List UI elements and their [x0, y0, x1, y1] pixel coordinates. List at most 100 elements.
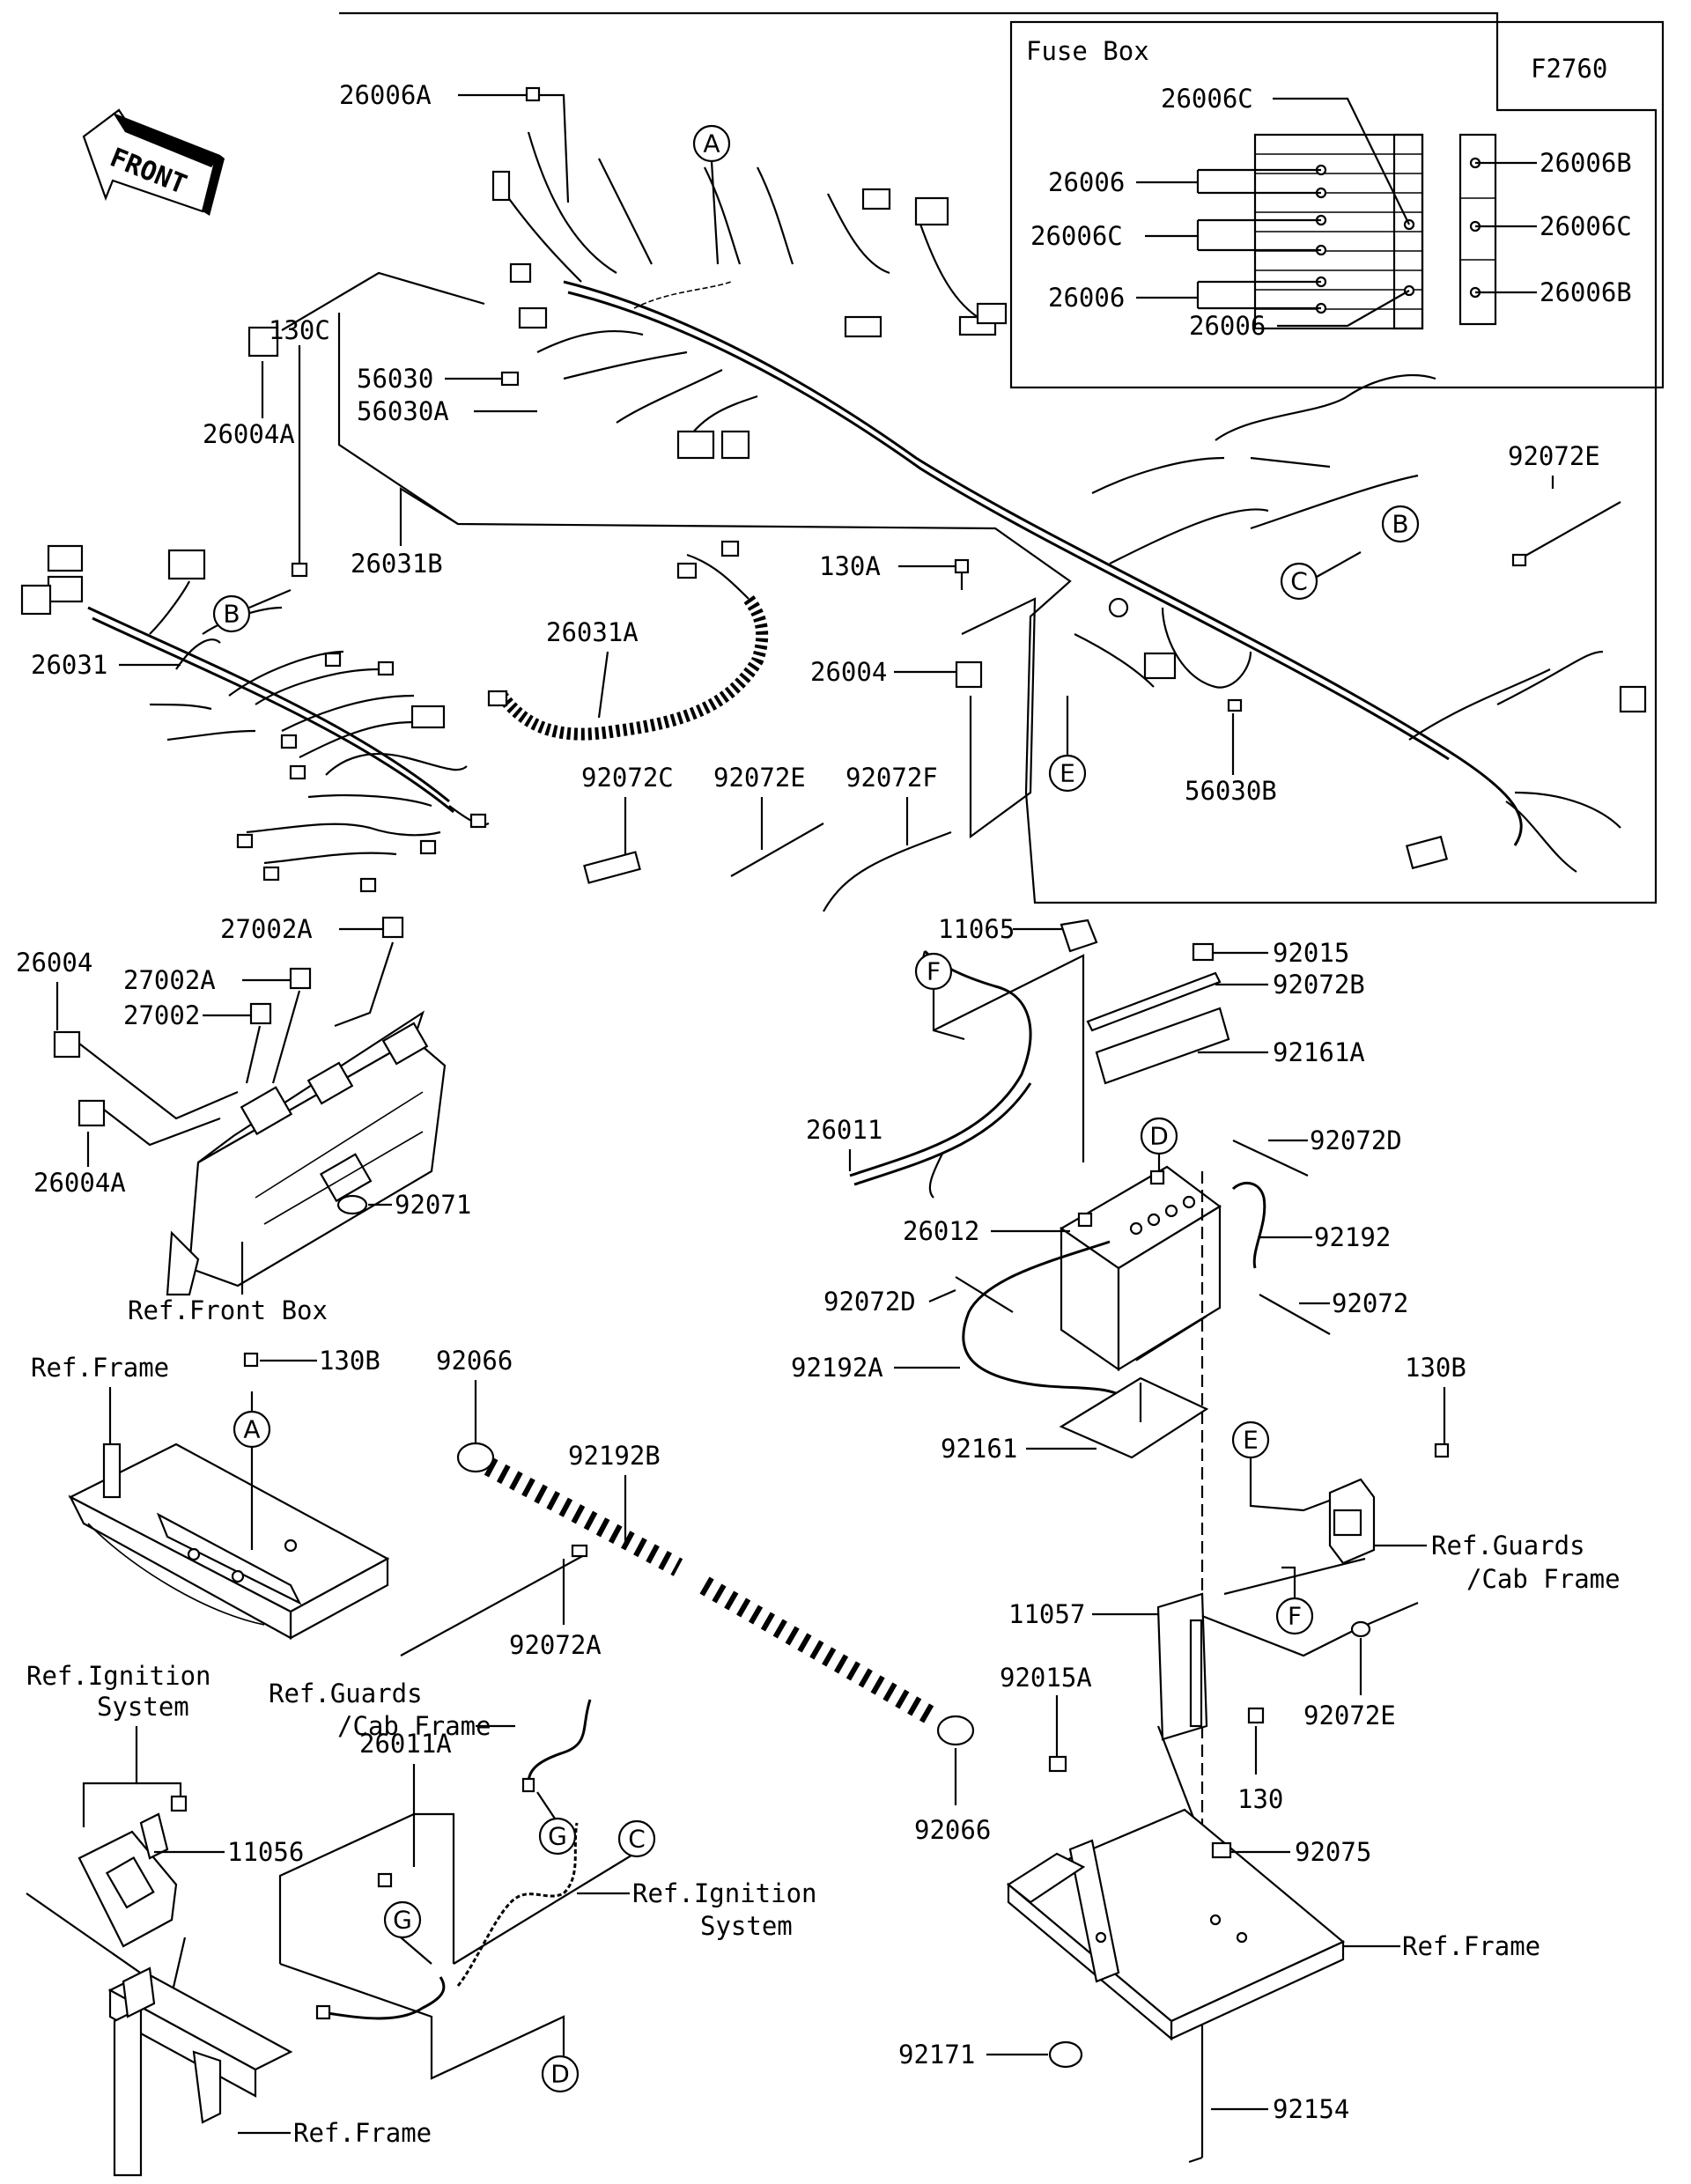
label-26031B: 26031B	[351, 549, 443, 579]
svg-text:F: F	[1288, 1602, 1302, 1631]
label-11057: 11057	[1008, 1599, 1085, 1629]
label-27002A-a: 27002A	[220, 914, 313, 944]
fuse-box-frame	[1009, 20, 1665, 389]
callout-A-top: A	[692, 124, 731, 163]
label-130A: 130A	[819, 551, 881, 581]
callout-C-top: C	[1280, 562, 1318, 601]
label-26011: 26011	[806, 1115, 882, 1145]
label-26006B-2: 26006B	[1540, 277, 1632, 307]
harness-group-outline	[337, 11, 1658, 904]
label-56030B: 56030B	[1185, 776, 1277, 806]
label-130B-right: 130B	[1405, 1353, 1466, 1383]
label-56030A: 56030A	[357, 396, 449, 426]
svg-text:A: A	[703, 129, 720, 159]
battery-tray	[1006, 1808, 1346, 2041]
svg-text:B: B	[1392, 510, 1408, 539]
sub-harness-26031A	[487, 540, 769, 741]
svg-text:G: G	[548, 1822, 567, 1851]
ref-ignition-right-2: System	[700, 1911, 793, 1941]
svg-text:E: E	[1060, 759, 1075, 788]
label-92072E-mid: 92072E	[713, 763, 806, 793]
label-130: 130	[1237, 1784, 1283, 1814]
ref-frame-left: Ref.Frame	[31, 1353, 169, 1383]
label-26004-mid: 26004	[810, 657, 887, 687]
frame-bottom	[107, 1966, 293, 2177]
label-26006-p1: 26006	[1048, 167, 1125, 197]
label-26006C-top: 26006C	[1161, 84, 1253, 114]
svg-text:G: G	[393, 1906, 412, 1935]
figure-code: F2760	[1531, 54, 1607, 84]
label-26004A-top: 26004A	[203, 419, 295, 449]
callout-F-top: F	[914, 952, 953, 991]
front-box	[166, 1010, 447, 1296]
ignition-bracket	[78, 1812, 178, 1948]
label-26004A-left: 26004A	[33, 1168, 126, 1198]
label-26031A: 26031A	[546, 617, 639, 647]
ref-front-box: Ref.Front Box	[128, 1295, 328, 1325]
label-92075: 92075	[1295, 1837, 1371, 1867]
callout-D-top: D	[1140, 1117, 1178, 1155]
front-direction-arrow: FRONT	[82, 108, 225, 216]
ref-ignition-right-1: Ref.Ignition	[632, 1878, 817, 1908]
label-26006B-1: 26006B	[1540, 148, 1632, 178]
callout-B-top: B	[1381, 505, 1420, 543]
label-11056: 11056	[227, 1837, 304, 1867]
label-130C: 130C	[269, 315, 330, 345]
svg-text:A: A	[243, 1415, 260, 1444]
label-26006C-mid: 26006C	[1030, 221, 1123, 251]
label-92072E-top: 92072E	[1508, 441, 1600, 471]
battery-26012	[1059, 1165, 1222, 1372]
label-92161: 92161	[941, 1434, 1017, 1464]
label-92072D-a: 92072D	[1310, 1125, 1402, 1155]
label-92071: 92071	[395, 1190, 471, 1220]
label-27002: 27002	[123, 1000, 200, 1030]
callout-D-bottom: D	[541, 2055, 580, 2093]
ref-guards-1: Ref.Guards	[1431, 1531, 1585, 1561]
svg-text:D: D	[1149, 1122, 1169, 1151]
label-92072: 92072	[1332, 1288, 1408, 1318]
svg-text:C: C	[1290, 567, 1308, 596]
label-11065: 11065	[938, 914, 1015, 944]
label-92015A: 92015A	[1000, 1663, 1092, 1693]
ref-frame-right: Ref.Frame	[1402, 1931, 1540, 1961]
label-56030: 56030	[357, 364, 433, 394]
label-26006-bottom: 26006	[1189, 311, 1266, 341]
label-26011A: 26011A	[359, 1729, 452, 1759]
label-27002A-b: 27002A	[123, 965, 216, 995]
callout-E-top: E	[1048, 754, 1087, 793]
callout-B-left: B	[212, 594, 251, 633]
svg-text:C: C	[628, 1825, 646, 1854]
callout-G-left: G	[383, 1900, 422, 1939]
label-92015: 92015	[1273, 938, 1349, 968]
label-92066-bottom: 92066	[914, 1815, 991, 1845]
label-92072D-b: 92072D	[823, 1287, 916, 1317]
main-wiring-harness	[491, 131, 1647, 873]
label-92192B: 92192B	[568, 1441, 661, 1471]
svg-text:E: E	[1243, 1426, 1259, 1455]
label-92161A: 92161A	[1273, 1037, 1365, 1067]
label-92072C: 92072C	[581, 763, 674, 793]
label-26006A: 26006A	[339, 80, 432, 110]
ref-frame-bottom: Ref.Frame	[293, 2118, 432, 2148]
callout-C-bottom: C	[617, 1819, 656, 1858]
label-130B-left: 130B	[319, 1346, 380, 1376]
label-92072F: 92072F	[846, 763, 938, 793]
label-92192: 92192	[1314, 1222, 1391, 1252]
label-92072A: 92072A	[509, 1630, 602, 1660]
svg-text:B: B	[223, 600, 240, 629]
label-26006-p2: 26006	[1048, 283, 1125, 313]
label-92072B: 92072B	[1273, 970, 1365, 1000]
label-92192A: 92192A	[791, 1353, 883, 1383]
callout-G-right: G	[538, 1817, 577, 1856]
fuse-block	[1253, 133, 1497, 330]
svg-text:F: F	[927, 957, 941, 986]
label-92171: 92171	[898, 2040, 975, 2070]
label-92066-top: 92066	[436, 1346, 513, 1376]
label-92072E-bottom: 92072E	[1303, 1701, 1396, 1730]
label-26006C-right: 26006C	[1540, 211, 1632, 241]
label-26012: 26012	[903, 1216, 979, 1246]
frame-left	[68, 1442, 390, 1640]
ref-guards-left-2: /Cab Frame	[337, 1711, 491, 1741]
